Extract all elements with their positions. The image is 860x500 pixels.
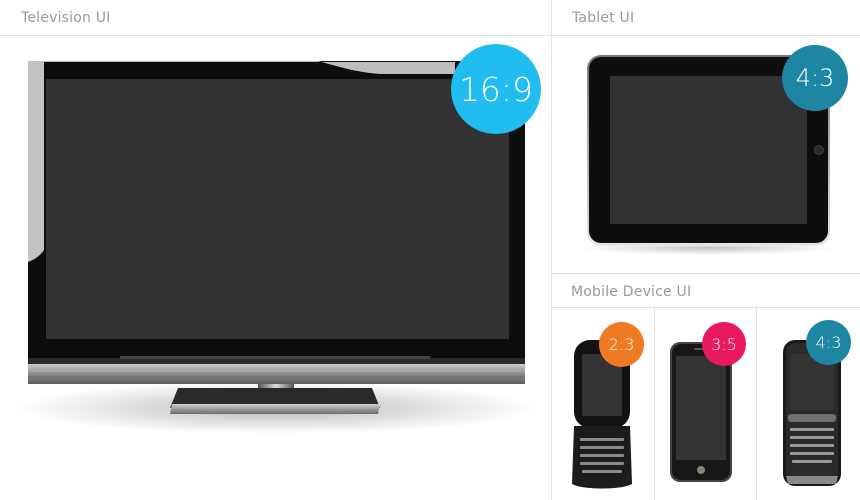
television-panel: Television UI (14, 10, 541, 434)
tablet-ratio-badge: 4:3 (782, 45, 848, 111)
mobile-device-1-ratio-badge: 2:3 (599, 322, 644, 367)
mobile-device-2-ratio-badge: 3:5 (702, 322, 746, 366)
television-ratio-badge: 16:9 (451, 44, 541, 134)
tv-screen (46, 79, 509, 339)
mobile-divider-2 (756, 308, 757, 500)
mobile-title: Mobile Device UI (571, 284, 692, 300)
mobile-device-3-illustration (783, 340, 841, 486)
mobile-divider-1 (654, 308, 655, 500)
television-title: Television UI (21, 10, 111, 26)
tablet-header-divider (552, 35, 860, 36)
tablet-screen (610, 76, 807, 224)
mobile-header-divider (552, 307, 860, 308)
mobile-device-2-illustration (670, 342, 732, 482)
tablet-illustration (580, 55, 836, 255)
mobile-section-divider (552, 273, 860, 274)
mobile-panel: Mobile Device UI 2:3 3:5 (552, 274, 860, 500)
tablet-panel: Tablet UI 4:3 (552, 0, 860, 273)
column-divider (551, 0, 552, 500)
tv-header-divider (0, 35, 551, 36)
mobile-device-3-ratio-badge: 4:3 (806, 320, 851, 365)
tablet-title: Tablet UI (572, 10, 635, 26)
television-illustration (14, 61, 538, 434)
